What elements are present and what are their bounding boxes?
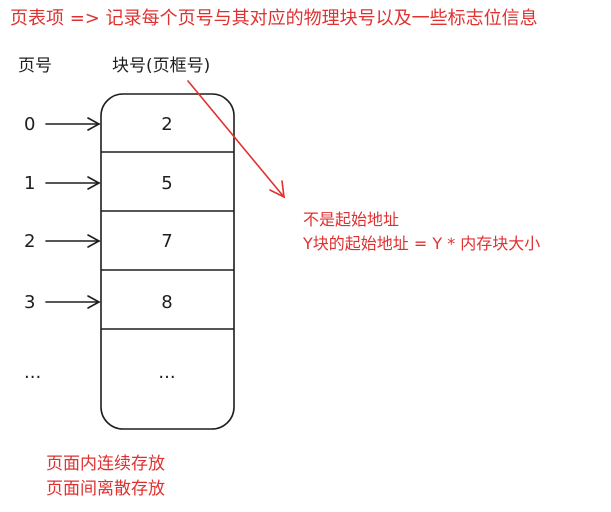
annotation-arrow: [187, 80, 285, 199]
page-number-label: 2: [24, 231, 36, 252]
annotation-line-2: Y块的起始地址 = Y * 内存块大小: [303, 234, 541, 253]
page-number-label: 1: [24, 173, 36, 194]
page-table-frame: [100, 93, 235, 430]
page-title: 页表项 => 记录每个页号与其对应的物理块号以及一些标志位信息: [10, 8, 538, 29]
block-number-cell: 8: [161, 292, 173, 313]
block-number-cell: ...: [158, 362, 176, 383]
annotation-line-1: 不是起始地址: [303, 210, 400, 229]
page-arrow-2: [45, 234, 101, 248]
block-number-cell: 2: [161, 114, 173, 135]
page-number-label: 3: [24, 292, 36, 313]
page-number-label: 0: [24, 114, 36, 135]
page-arrow-0: [45, 117, 101, 131]
footer-note-2: 页面间离散存放: [46, 479, 165, 499]
page-number-label: ...: [24, 362, 42, 383]
footer-note-1: 页面内连续存放: [46, 454, 165, 474]
header-block-number: 块号(页框号): [112, 56, 211, 76]
page-arrow-3: [45, 295, 101, 309]
page-arrow-1: [45, 176, 101, 190]
block-number-cell: 7: [161, 231, 173, 252]
block-number-cell: 5: [161, 173, 173, 194]
header-page-number: 页号: [18, 56, 52, 76]
